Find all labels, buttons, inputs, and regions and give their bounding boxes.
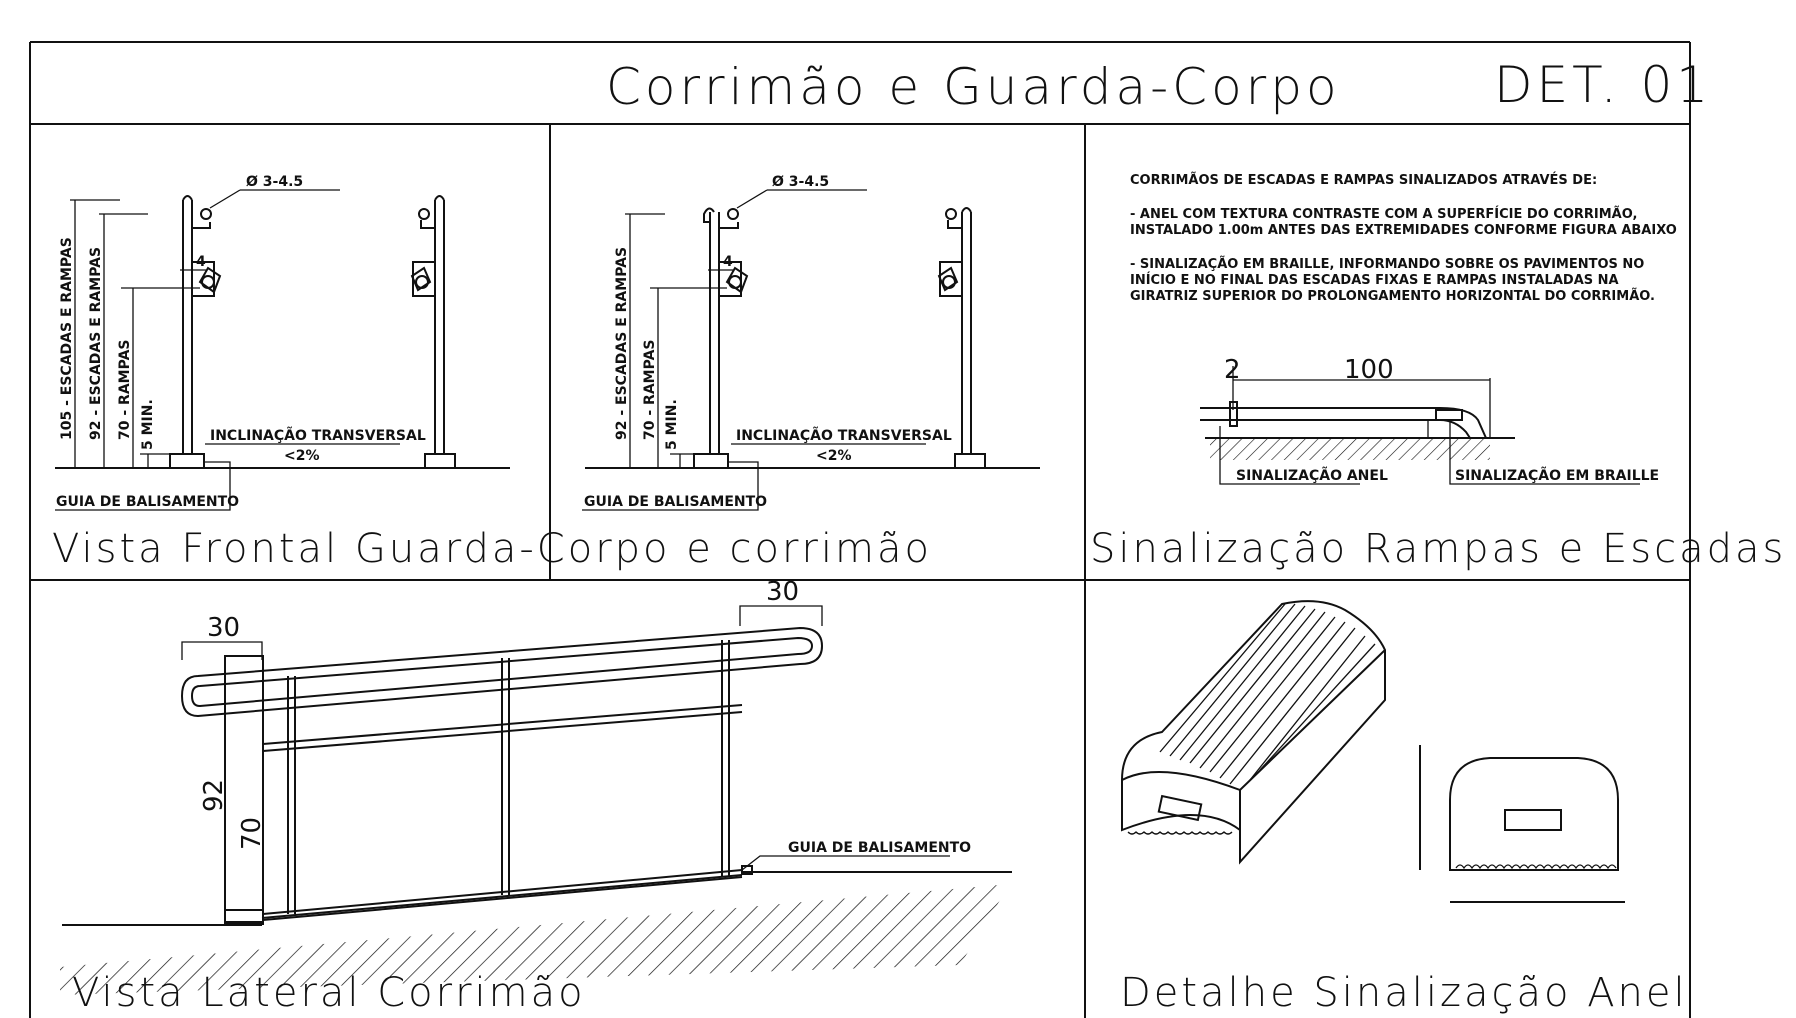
slope-value-a: <2% (284, 448, 320, 464)
gap-label-b: 4 (723, 254, 733, 270)
label-anel: SINALIZAÇÃO ANEL (1236, 467, 1388, 484)
sheet-frame (29, 41, 1691, 1018)
caption-anel: Detalhe Sinalização Anel (1120, 970, 1688, 1016)
dim-92-b: 92 - ESCADAS E RAMPAS (614, 247, 630, 440)
dim-92-lateral: 92 (199, 779, 229, 812)
sheet-title: Corrimão e Guarda-Corpo (606, 58, 1341, 116)
diameter-label-b: Ø 3-4.5 (772, 174, 829, 190)
dim-105-a: 105 - ESCADAS E RAMPAS (59, 237, 75, 440)
sinalizacao-panel: CORRIMÃOS DE ESCADAS E RAMPAS SINALIZADO… (1130, 172, 1677, 485)
slope-label-b: INCLINAÇÃO TRANSVERSAL (736, 427, 952, 444)
note-3a: - SINALIZAÇÃO EM BRAILLE, INFORMANDO SOB… (1130, 256, 1644, 272)
note-3b: INÍCIO E NO FINAL DAS ESCADAS FIXAS E RA… (1130, 272, 1619, 288)
dim-100: 100 (1344, 355, 1394, 385)
gap-label-a: 4 (196, 254, 206, 270)
slope-label-a: INCLINAÇÃO TRANSVERSAL (210, 427, 426, 444)
caption-lateral: Vista Lateral Corrimão (72, 970, 586, 1016)
dim-70-a: 70 - RAMPAS (117, 340, 133, 440)
guia-label-a: GUIA DE BALISAMENTO (56, 494, 239, 510)
dim-30-left: 30 (207, 613, 240, 643)
dim-5-b: 5 MIN. (664, 399, 680, 450)
caption-frontal: Vista Frontal Guarda-Corpo e corrimão (52, 526, 932, 572)
guia-label-lateral: GUIA DE BALISAMENTO (788, 840, 971, 856)
frontal-view-a: Ø 3-4.5 4 105 - ESCADAS E RAMPAS 92 - ES… (55, 174, 510, 511)
dim-70-b: 70 - RAMPAS (642, 340, 658, 440)
note-3c: GIRATRIZ SUPERIOR DO PROLONGAMENTO HORIZ… (1130, 288, 1655, 304)
anel-detail (1121, 600, 1625, 903)
note-2b: INSTALADO 1.00m ANTES DAS EXTREMIDADES C… (1130, 223, 1677, 238)
dim-70-lateral: 70 (237, 817, 267, 850)
dim-30-right: 30 (766, 577, 799, 607)
dim-92-a: 92 - ESCADAS E RAMPAS (88, 247, 104, 440)
frontal-view-b: Ø 3-4.5 4 92 - ESCADAS E RAMPAS 70 - RAM… (582, 174, 1040, 511)
lateral-view: 30 30 92 70 GUIA DE BALISAMENTO (60, 577, 1012, 995)
slope-value-b: <2% (816, 448, 852, 464)
dim-5-a: 5 MIN. (140, 399, 156, 450)
caption-sinalizacao: Sinalização Rampas e Escadas (1090, 526, 1786, 572)
dim-2: 2 (1224, 355, 1241, 385)
diameter-label-a: Ø 3-4.5 (246, 174, 303, 190)
note-1: CORRIMÃOS DE ESCADAS E RAMPAS SINALIZADO… (1130, 172, 1597, 188)
det-label: DET. 01 (1494, 56, 1712, 114)
guia-label-b: GUIA DE BALISAMENTO (584, 494, 767, 510)
label-braille: SINALIZAÇÃO EM BRAILLE (1455, 467, 1659, 484)
note-2a: - ANEL COM TEXTURA CONTRASTE COM A SUPER… (1130, 206, 1637, 222)
